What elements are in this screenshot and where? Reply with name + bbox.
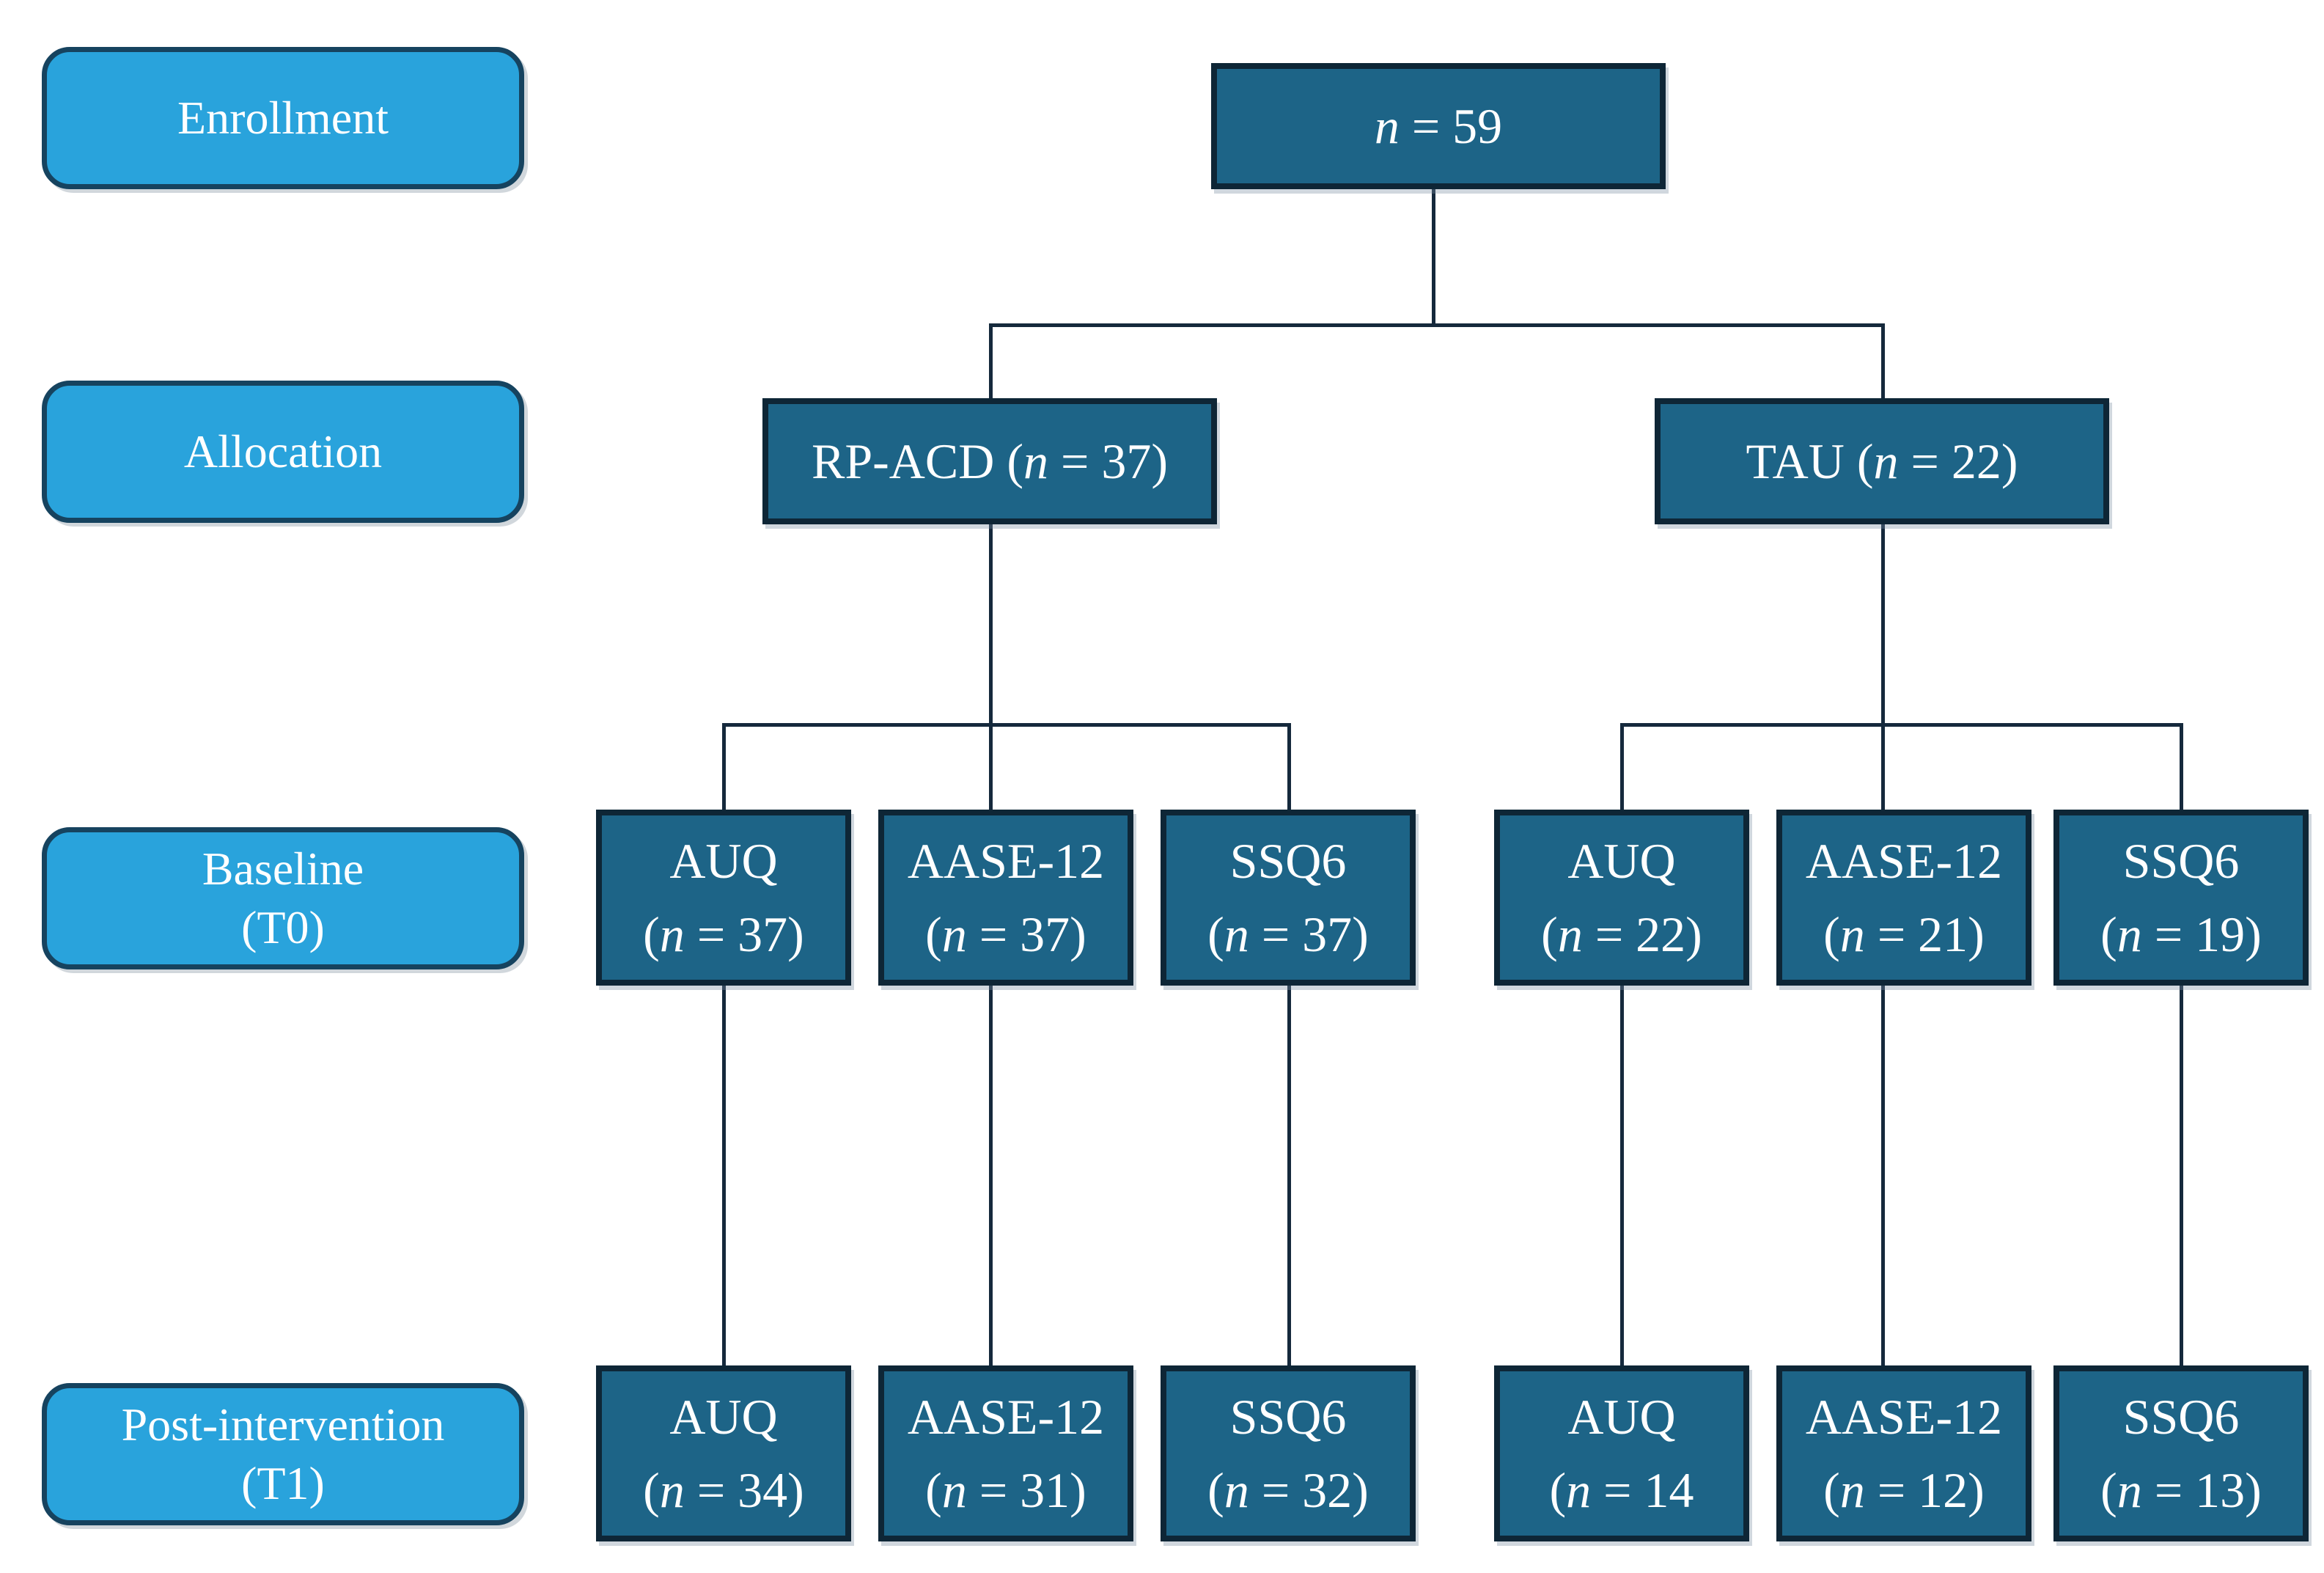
connector-line <box>989 323 993 400</box>
node-count: (n = 37) <box>925 906 1086 962</box>
node-text: RP-ACD (n = 37) <box>811 433 1169 489</box>
node-title: SSQ6 <box>1229 833 1347 889</box>
node-count: (n = 34) <box>643 1462 804 1518</box>
node-count: (n = 32) <box>1207 1462 1369 1518</box>
connector-line <box>2180 984 2183 1367</box>
stage-label-baseline: Baseline (T0) <box>42 827 524 969</box>
connector-line <box>1620 723 2183 727</box>
node-enrollment-total: n = 59 <box>1211 63 1666 189</box>
node-title: AASE-12 <box>1805 1389 2003 1445</box>
node-title: AUQ <box>669 833 778 889</box>
stage-label-post-intervention: Post-intervention (T1) <box>42 1383 524 1525</box>
node-baseline-tau-aase12: AASE-12 (n = 21) <box>1776 810 2031 986</box>
connector-line <box>722 723 1291 727</box>
node-post-tau-auq: AUQ (n = 14 <box>1494 1365 1749 1541</box>
stage-label-enrollment: Enrollment <box>42 47 524 189</box>
connector-line <box>2180 723 2183 813</box>
node-count: (n = 31) <box>925 1462 1086 1518</box>
connector-line <box>989 523 993 811</box>
node-title: SSQ6 <box>2122 833 2240 889</box>
node-title: AASE-12 <box>1805 833 2003 889</box>
stage-label-text: Baseline <box>202 843 364 895</box>
node-post-rpacd-ssq6: SSQ6 (n = 32) <box>1161 1365 1416 1541</box>
connector-line <box>1432 188 1435 327</box>
node-count: (n = 19) <box>2100 906 2262 962</box>
connector-line <box>722 984 726 1367</box>
node-count: (n = 14 <box>1549 1462 1694 1518</box>
node-baseline-rpacd-auq: AUQ (n = 37) <box>596 810 851 986</box>
connector-line <box>722 723 726 813</box>
node-post-rpacd-auq: AUQ (n = 34) <box>596 1365 851 1541</box>
connector-line <box>1881 523 1885 811</box>
node-count: (n = 12) <box>1823 1462 1985 1518</box>
node-text: TAU (n = 22) <box>1746 433 2018 489</box>
connector-line <box>1881 984 1885 1367</box>
node-count: (n = 22) <box>1541 906 1702 962</box>
stage-sublabel-text: (T1) <box>241 1457 325 1509</box>
node-baseline-rpacd-ssq6: SSQ6 (n = 37) <box>1161 810 1416 986</box>
node-text: n = 59 <box>1374 98 1503 154</box>
node-post-tau-ssq6: SSQ6 (n = 13) <box>2053 1365 2309 1541</box>
connector-line <box>1620 723 1624 813</box>
node-baseline-rpacd-aase12: AASE-12 (n = 37) <box>878 810 1133 986</box>
node-count: (n = 13) <box>2100 1462 2262 1518</box>
connector-line <box>1287 723 1291 813</box>
node-count: (n = 21) <box>1823 906 1985 962</box>
connector-line <box>1620 984 1624 1367</box>
connector-line <box>989 323 1885 327</box>
node-title: AUQ <box>669 1389 778 1445</box>
node-title: AUQ <box>1567 1389 1676 1445</box>
node-title: AUQ <box>1567 833 1676 889</box>
node-baseline-tau-auq: AUQ (n = 22) <box>1494 810 1749 986</box>
connector-line <box>1287 984 1291 1367</box>
connector-line <box>989 984 993 1367</box>
node-baseline-tau-ssq6: SSQ6 (n = 19) <box>2053 810 2309 986</box>
node-title: SSQ6 <box>1229 1389 1347 1445</box>
stage-label-text: Enrollment <box>177 92 389 144</box>
node-allocation-rp-acd: RP-ACD (n = 37) <box>762 398 1217 524</box>
node-title: SSQ6 <box>2122 1389 2240 1445</box>
node-title: AASE-12 <box>907 1389 1105 1445</box>
node-post-tau-aase12: AASE-12 (n = 12) <box>1776 1365 2031 1541</box>
node-count: (n = 37) <box>643 906 804 962</box>
node-count: (n = 37) <box>1207 906 1369 962</box>
node-title: AASE-12 <box>907 833 1105 889</box>
node-allocation-tau: TAU (n = 22) <box>1655 398 2109 524</box>
node-post-rpacd-aase12: AASE-12 (n = 31) <box>878 1365 1133 1541</box>
stage-sublabel-text: (T0) <box>241 901 325 953</box>
stage-label-text: Post-intervention <box>121 1398 445 1451</box>
stage-label-text: Allocation <box>183 425 383 477</box>
connector-line <box>1881 323 1885 400</box>
stage-label-allocation: Allocation <box>42 381 524 523</box>
